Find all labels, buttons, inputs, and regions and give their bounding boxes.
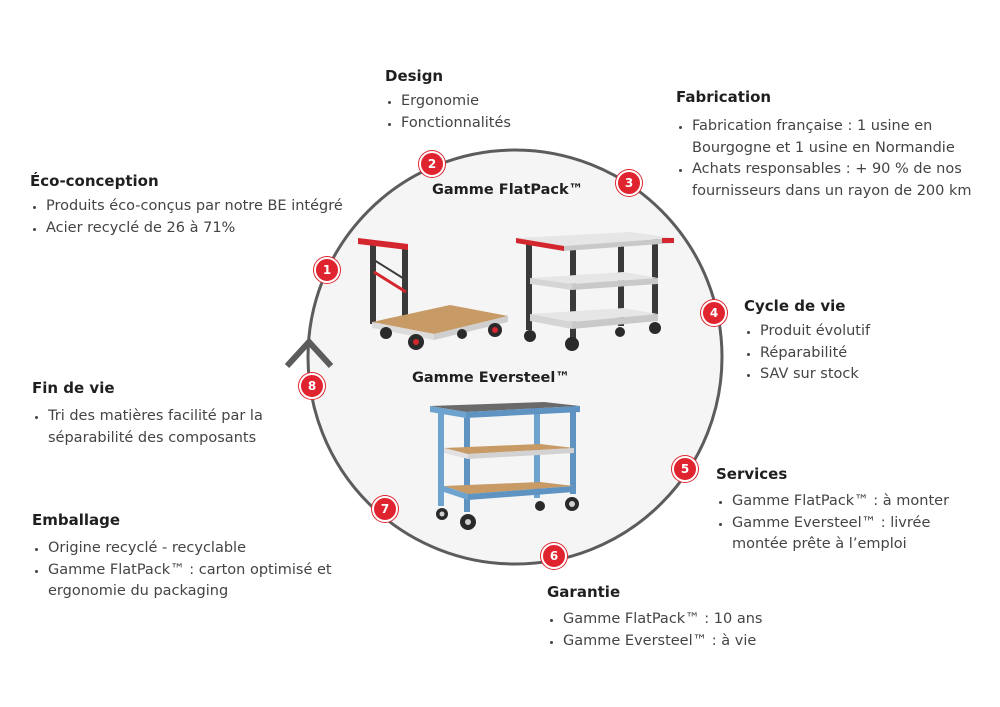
step-item: Fabrication française : 1 usine en Bourg… (692, 116, 994, 159)
step-title: Fin de vie (32, 379, 115, 397)
step-badge-5: 5 (672, 456, 698, 482)
step-item: Produits éco-conçus par notre BE intégré (46, 196, 390, 218)
step-emballage: Emballage Origine recyclé - recyclable G… (32, 511, 362, 603)
step-title: Éco-conception (30, 172, 159, 190)
step-badge-4: 4 (701, 300, 727, 326)
step-badge-6: 6 (541, 543, 567, 569)
step-item: Fonctionnalités (401, 113, 585, 135)
step-title: Fabrication (676, 88, 772, 106)
chevron-up-icon (284, 337, 334, 369)
step-item: Acier recyclé de 26 à 71% (46, 218, 390, 240)
step-fabrication: Fabrication Fabrication française : 1 us… (676, 88, 994, 202)
step-cycle-de-vie: Cycle de vie Produit évolutif Réparabili… (744, 297, 944, 386)
step-item: Produit évolutif (760, 321, 944, 343)
step-item: Gamme Eversteel™ : à vie (563, 631, 807, 653)
step-eco-conception: Éco-conception Produits éco-conçus par n… (30, 172, 390, 239)
step-title: Garantie (547, 583, 621, 601)
step-item: Gamme FlatPack™ : carton optimisé et erg… (48, 560, 362, 603)
step-item: Gamme FlatPack™ : à monter (732, 491, 981, 513)
step-item: Origine recyclé - recyclable (48, 538, 362, 560)
step-item: SAV sur stock (760, 364, 944, 386)
step-fin-de-vie: Fin de vie Tri des matières facilité par… (32, 379, 287, 449)
step-item: Gamme Eversteel™ : livrée montée prête à… (732, 513, 981, 556)
step-garantie: Garantie Gamme FlatPack™ : 10 ans Gamme … (547, 583, 807, 652)
three-shelf-cart-icon (516, 232, 674, 351)
step-item: Réparabilité (760, 343, 944, 365)
step-item: Ergonomie (401, 91, 585, 113)
step-title: Design (385, 67, 444, 85)
step-item: Tri des matières facilité par la séparab… (48, 406, 287, 449)
step-services: Services Gamme FlatPack™ : à monter Gamm… (716, 465, 981, 556)
step-title: Emballage (32, 511, 121, 529)
platform-trolley-icon (358, 238, 508, 350)
step-design: Design Ergonomie Fonctionnalités (385, 67, 585, 134)
step-title: Cycle de vie (744, 297, 846, 315)
eversteel-range-title: Gamme Eversteel™ (412, 370, 570, 386)
step-badge-8: 8 (299, 373, 325, 399)
step-badge-3: 3 (616, 170, 642, 196)
blue-shelf-cart-icon (430, 402, 580, 530)
flatpack-range-title: Gamme FlatPack™ (432, 182, 584, 198)
step-badge-2: 2 (419, 151, 445, 177)
step-item: Achats responsables : + 90 % de nos four… (692, 159, 994, 202)
step-badge-1: 1 (314, 257, 340, 283)
step-badge-7: 7 (372, 496, 398, 522)
step-title: Services (716, 465, 788, 483)
step-item: Gamme FlatPack™ : 10 ans (563, 609, 807, 631)
